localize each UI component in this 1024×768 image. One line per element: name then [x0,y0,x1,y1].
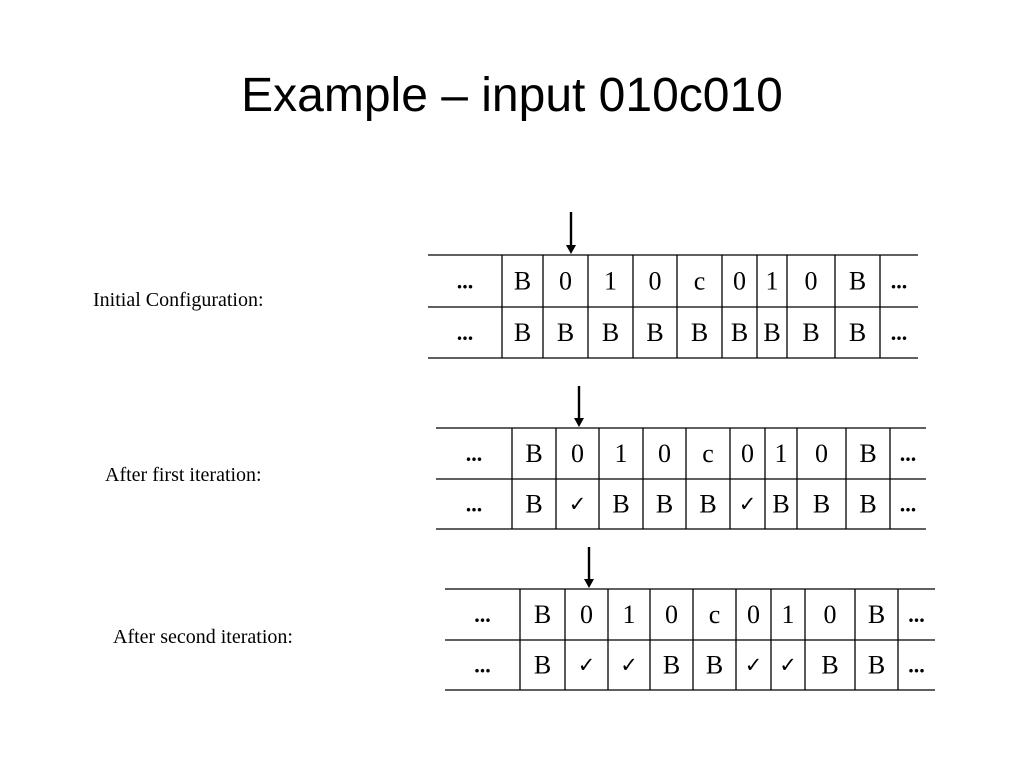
tape-cell: 1 [782,600,795,629]
head-arrow-icon [566,245,576,254]
tape-cell: B [557,318,574,347]
tape-cell: 0 [559,267,572,296]
tape-cell: B [514,318,531,347]
tape-cell: B [821,651,838,680]
tape-cell: 1 [623,600,636,629]
tape-cell: B [849,267,866,296]
tape-cell: B [813,490,830,519]
tape-cell: 1 [775,439,788,468]
tape-cell: B [849,318,866,347]
tape-cell: 0 [665,600,678,629]
tape-cell: c [702,439,714,468]
tape-cell: 0 [571,439,584,468]
ellipsis-cell: ... [466,441,483,466]
config-label-initial: Initial Configuration: [93,289,264,311]
tape-cell: 1 [604,267,617,296]
tape-cell: 1 [615,439,628,468]
tape-cell: B [534,600,551,629]
checkmark-cell: ✓ [779,653,797,677]
tape-cell: B [691,318,708,347]
ellipsis-cell: ... [900,492,917,517]
ellipsis-cell: ... [466,492,483,517]
tape-cell: 0 [649,267,662,296]
config-label-second: After second iteration: [113,626,293,648]
ellipsis-cell: ... [457,269,474,294]
checkmark-cell: ✓ [620,653,638,677]
tape-cell: B [859,490,876,519]
tape-cell: B [802,318,819,347]
ellipsis-cell: ... [474,653,491,678]
tape-cell: 0 [658,439,671,468]
config-label-first: After first iteration: [105,464,262,486]
tape-cell: 0 [580,600,593,629]
checkmark-cell: ✓ [569,492,587,516]
tape-cell: B [525,439,542,468]
tape-cell: B [646,318,663,347]
tape-cell: 0 [824,600,837,629]
tape-cell: B [534,651,551,680]
checkmark-cell: ✓ [739,492,757,516]
tape-cell: B [612,490,629,519]
tape-cell: 0 [733,267,746,296]
tape-cell: B [525,490,542,519]
ellipsis-cell: ... [891,269,908,294]
ellipsis-cell: ... [457,320,474,345]
ellipsis-cell: ... [908,653,925,678]
tape-cell: B [706,651,723,680]
tape-cell: B [859,439,876,468]
tape-cell: 0 [747,600,760,629]
tape-cell: B [868,651,885,680]
tape-cell: c [694,267,706,296]
tape-cell: c [709,600,721,629]
tape-cell: B [731,318,748,347]
tape-cell: B [868,600,885,629]
tape-cell: 0 [815,439,828,468]
ellipsis-cell: ... [900,441,917,466]
tape-cell: 0 [805,267,818,296]
tape-cell: B [699,490,716,519]
tape-cell: B [763,318,780,347]
head-arrow-icon [584,579,594,588]
tape-cell: B [663,651,680,680]
tape-cell: B [514,267,531,296]
head-arrow-icon [574,418,584,427]
ellipsis-cell: ... [908,602,925,627]
checkmark-cell: ✓ [745,653,763,677]
tape-cell: B [656,490,673,519]
tape-cell: B [772,490,789,519]
tape-cell: 1 [766,267,779,296]
slide-title: Example – input 010c010 [241,69,783,122]
checkmark-cell: ✓ [578,653,596,677]
tape-cell: B [602,318,619,347]
ellipsis-cell: ... [474,602,491,627]
tape-cell: 0 [741,439,754,468]
ellipsis-cell: ... [891,320,908,345]
